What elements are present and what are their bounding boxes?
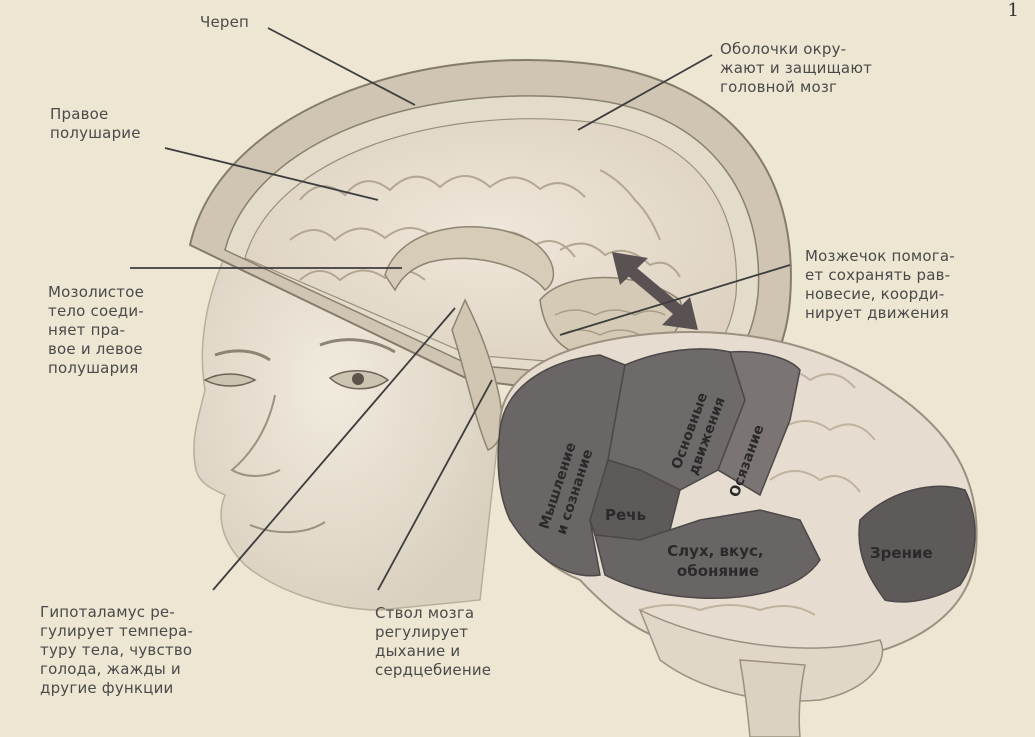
label-corpus-callosum: Мозолистое тело соеди- няет пра- вое и л… <box>48 283 144 378</box>
label-cerebellum: Мозжечок помога- ет сохранять рав- новес… <box>805 247 955 323</box>
region-label-speech: Речь <box>605 506 646 524</box>
label-meninges: Оболочки окру- жают и защищают головной … <box>720 40 872 97</box>
region-label-vision: Зрение <box>870 544 933 562</box>
label-skull: Череп <box>200 13 249 32</box>
spinal-cord <box>740 660 805 737</box>
label-right-hemisphere: Правое полушарие <box>50 105 141 143</box>
lateral-brain <box>498 332 977 737</box>
page-number: 1 <box>1008 0 1019 21</box>
label-hypothalamus: Гипоталамус ре- гулирует темпера- туру т… <box>40 603 193 698</box>
label-brainstem: Ствол мозга регулирует дыхание и сердцеб… <box>375 604 491 680</box>
iris <box>352 373 364 385</box>
